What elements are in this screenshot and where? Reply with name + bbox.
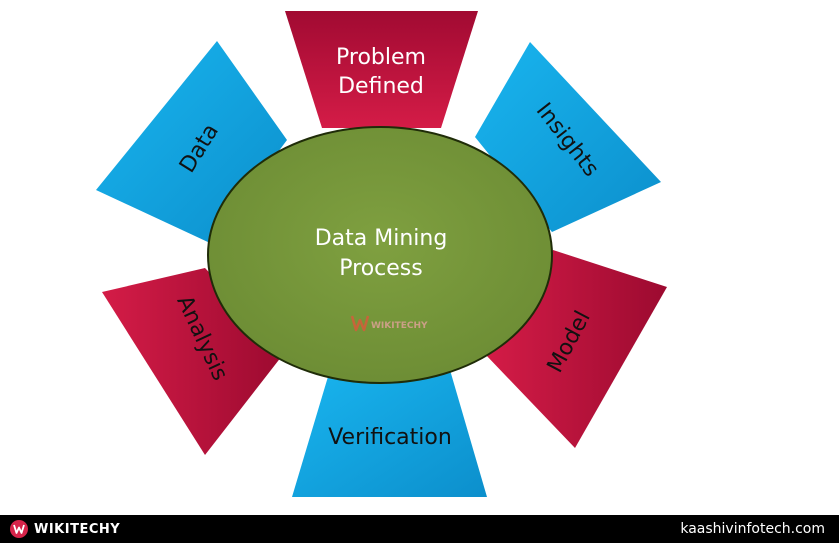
data-mining-diagram: Problem Defined Insights Model Verificat… xyxy=(96,11,667,497)
center-label-line1: Data Mining xyxy=(315,226,448,251)
petal-problem-defined xyxy=(285,11,478,128)
watermark: WIKITECHY xyxy=(350,315,428,332)
center-ellipse xyxy=(207,126,553,384)
footer-website[interactable]: kaashivinfotech.com xyxy=(680,521,825,537)
label-verification: Verification xyxy=(328,425,452,450)
wikitechy-logo-icon xyxy=(10,520,28,538)
footer-brand-name: WIKITECHY xyxy=(34,521,121,537)
footer-brand: WIKITECHY xyxy=(10,520,120,538)
center-label-line2: Process xyxy=(339,256,422,281)
label-problem-line1: Problem xyxy=(336,45,426,70)
footer-bar: WIKITECHY kaashivinfotech.com xyxy=(0,515,839,543)
petal-verification xyxy=(292,370,487,497)
watermark-logo-icon xyxy=(350,315,370,332)
watermark-text: WIKITECHY xyxy=(371,321,428,331)
label-problem-line2: Defined xyxy=(338,74,424,99)
